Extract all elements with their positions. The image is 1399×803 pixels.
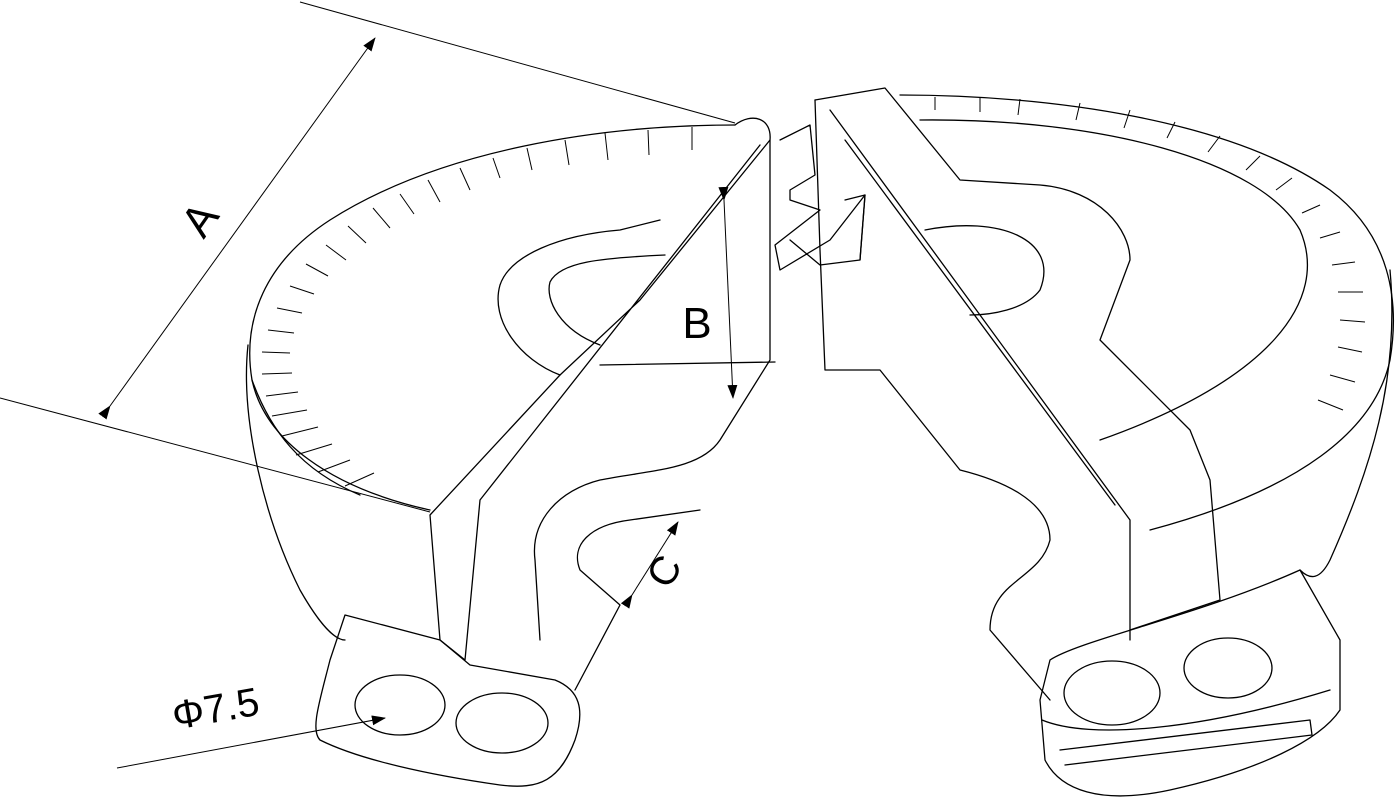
dim-c-arrow-line: [620, 521, 679, 609]
left-tab-hole-2: [455, 692, 549, 754]
right-clamp-half: [774, 87, 1395, 797]
dimension-c: C: [620, 521, 691, 609]
right-dial-ticks: [934, 97, 1366, 411]
right-arm: [814, 87, 1221, 631]
dim-b-label: B: [682, 299, 711, 348]
left-dial-rim: [245, 344, 346, 641]
dim-a-extension-top: [299, 1, 736, 124]
left-clamp-half: [245, 117, 776, 787]
dim-a-label: A: [172, 193, 229, 246]
hole-diameter-label: Φ7.5: [169, 680, 263, 739]
right-dial-face: [899, 94, 1395, 531]
dim-a-arrow-line: [98, 37, 376, 420]
dimension-hole: Φ7.5: [116, 680, 386, 769]
dimension-b: B: [682, 186, 738, 399]
hole-leader-line: [116, 715, 386, 769]
right-tab: [1039, 569, 1341, 797]
dim-c-label: C: [638, 548, 691, 595]
left-tab: [315, 614, 581, 787]
dim-a-extension-bottom: [0, 397, 431, 513]
left-hook: [497, 219, 661, 376]
left-tab-hole-1: [354, 674, 446, 736]
right-tab-hole-2: [1183, 637, 1273, 699]
left-arm: [429, 117, 771, 661]
right-hook: [924, 225, 1045, 316]
right-tab-hole-1: [1063, 660, 1161, 726]
left-dial-face: [249, 124, 736, 511]
left-dial-ticks: [261, 127, 693, 487]
dim-b-arrow-line: [718, 186, 738, 399]
